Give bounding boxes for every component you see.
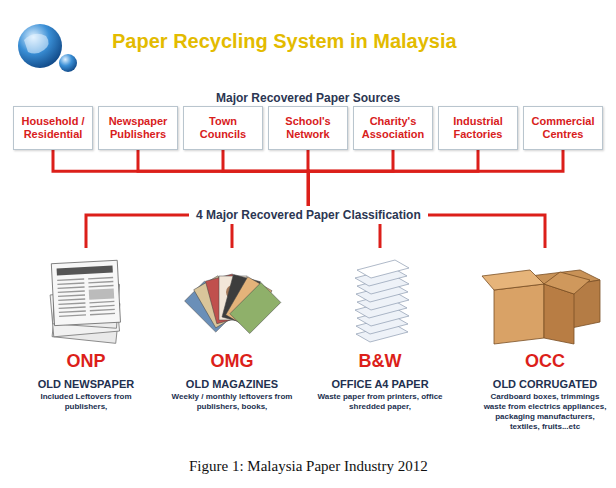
box-text-wrap: Commercial Centres: [528, 115, 598, 140]
category-code: OCC: [481, 350, 609, 372]
connector-line: [223, 150, 308, 206]
category-description: Cardboard boxes, trimmings waste from el…: [481, 392, 609, 432]
category-name: OFFICE A4 PAPER: [316, 378, 444, 391]
box-text-wrap: Town Councils: [188, 115, 258, 140]
category-group: OMG OLD MAGAZINESWeekly / monthly leftove…: [168, 248, 296, 412]
section-heading: Major Recovered Paper Sources: [216, 91, 400, 105]
box-text-wrap: Industrial Factories: [443, 115, 513, 140]
figure-caption: Figure 1: Malaysia Paper Industry 2012: [189, 458, 428, 475]
box-text-wrap: Newspaper Publishers: [103, 115, 173, 140]
box-text: Commercial Centres: [528, 115, 598, 140]
newspaper-stack: [50, 260, 120, 343]
category-group: ONP OLD NEWSPAPERIncluded Leftovers from …: [22, 248, 150, 412]
category-description: Waste paper from printers, office shredd…: [316, 392, 444, 412]
category-group: OCC OLD CORRUGATEDCardboard boxes, trimmi…: [481, 248, 609, 432]
source-box: Newspaper Publishers: [98, 106, 178, 150]
source-box: School's Network: [268, 106, 348, 150]
connector-line: [308, 150, 563, 206]
category-name: OLD NEWSPAPER: [22, 378, 150, 391]
connector-line: [308, 150, 478, 206]
title: Paper Recycling System in Malaysia: [112, 30, 457, 53]
box-text-wrap: Charity's Association: [358, 115, 428, 140]
connector-line: [428, 215, 545, 248]
box-text: Charity's Association: [358, 115, 428, 140]
source-box: Commercial Centres: [523, 106, 603, 150]
cardboard-boxes: [482, 270, 600, 344]
connector-line: [53, 150, 308, 206]
classification-band: 4 Major Recovered Paper Classification: [189, 206, 428, 224]
category-code: ONP: [22, 350, 150, 372]
source-box: Industrial Factories: [438, 106, 518, 150]
connector-line: [231, 224, 234, 248]
source-box: Town Councils: [183, 106, 263, 150]
box-text-wrap: School's Network: [273, 115, 343, 140]
category-description: Weekly / monthly leftovers from publishe…: [168, 392, 296, 412]
connector-line: [86, 215, 189, 248]
category-code: OMG: [168, 350, 296, 372]
band-text: 4 Major Recovered Paper Classification: [196, 208, 421, 222]
category-description: Included Leftovers from publishers,: [22, 392, 150, 412]
paper-stack: [355, 260, 409, 342]
category-code: B&W: [316, 350, 444, 372]
globe-logo: [18, 24, 77, 72]
box-text: Town Councils: [188, 115, 258, 140]
category-name: OLD MAGAZINES: [168, 378, 296, 391]
magazine-fan: [185, 274, 281, 334]
source-box: Charity's Association: [353, 106, 433, 150]
box-text: Newspaper Publishers: [103, 115, 173, 140]
connector-line: [138, 150, 308, 206]
box-text: School's Network: [273, 115, 343, 140]
box-text-wrap: Household / Residential: [18, 115, 88, 140]
box-text: Household / Residential: [18, 115, 88, 140]
box-text: Industrial Factories: [443, 115, 513, 140]
source-box: Household / Residential: [13, 106, 93, 150]
connector-line: [379, 224, 382, 248]
category-group: B&W OFFICE A4 PAPERWaste paper from print…: [316, 248, 444, 412]
connector-line: [308, 150, 393, 206]
category-name: OLD CORRUGATED: [481, 378, 609, 391]
